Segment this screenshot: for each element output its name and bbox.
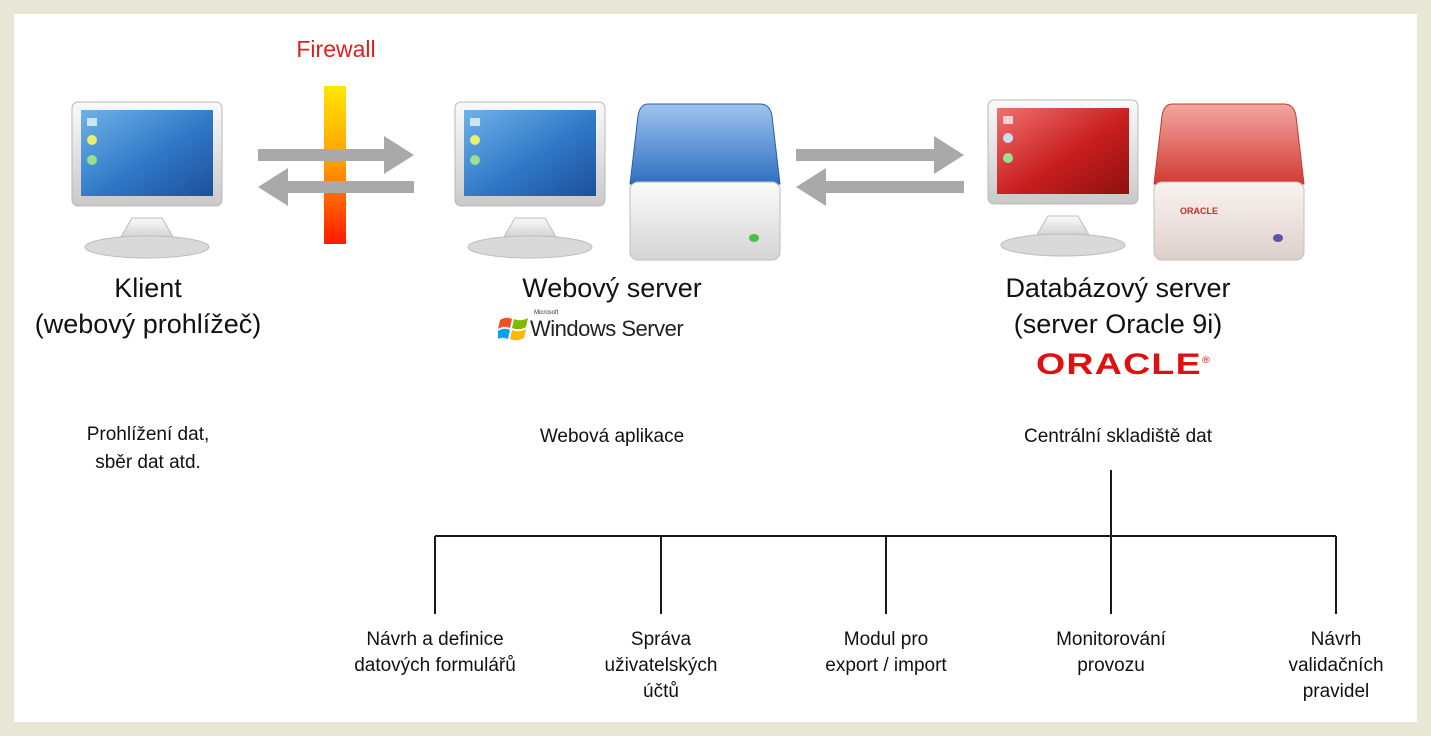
- oracle-logo-text: ORACLE: [1036, 348, 1202, 381]
- module-form-design-line-1: Návrh a definice: [366, 629, 504, 650]
- oracle-logo: ORACLE®: [1036, 348, 1212, 381]
- db-server-description: Centrální skladiště dat: [1024, 426, 1212, 447]
- client-description-line-2: sběr dat atd.: [95, 452, 201, 473]
- module-user-accounts-line-3: účtů: [643, 681, 679, 702]
- module-user-accounts-line-2: uživatelských: [604, 655, 718, 676]
- module-export-import: Modul pro export / import: [776, 627, 996, 679]
- client-description-line-1: Prohlížení dat,: [86, 424, 210, 445]
- db-server-title: Databázový server: [1005, 273, 1231, 303]
- module-validation-rules-line-1: Návrh: [1310, 629, 1362, 650]
- module-validation-rules: Návrh validačních pravidel: [1246, 627, 1426, 705]
- windows-flag-icon: [498, 317, 528, 341]
- client-title: Klient: [114, 273, 182, 303]
- module-validation-rules-line-2: validačních: [1288, 655, 1384, 676]
- web-server-drive-icon: [629, 103, 781, 261]
- web-server-description: Webová aplikace: [539, 426, 685, 447]
- module-export-import-line-1: Modul pro: [843, 629, 929, 650]
- windows-server-logo: Microsoft Windows Server: [498, 310, 684, 344]
- db-drive-label: ORACLE: [1180, 206, 1218, 216]
- db-server-subtitle: (server Oracle 9i): [1013, 309, 1223, 339]
- firewall-bar: [324, 86, 346, 244]
- web-server-title: Webový server: [522, 273, 702, 303]
- module-form-design-line-2: datových formulářů: [354, 655, 516, 676]
- module-user-accounts-line-1: Správa: [630, 629, 692, 650]
- web-db-arrows: [796, 136, 964, 206]
- module-user-accounts: Správa uživatelských účtů: [551, 627, 771, 705]
- module-connector-lines: [434, 470, 1337, 614]
- module-monitoring-line-2: provozu: [1077, 655, 1145, 676]
- diagram-frame: Firewall Klient (webový prohlížeč) Prohl…: [14, 14, 1417, 722]
- module-validation-rules-line-3: pravidel: [1302, 681, 1370, 702]
- windows-server-wordmark: Windows Server: [530, 316, 684, 341]
- firewall-label: Firewall: [296, 36, 376, 62]
- db-server-drive-icon: [1153, 103, 1305, 261]
- db-server-computer-icon: [987, 99, 1139, 257]
- windows-server-micro-label: Microsoft: [534, 310, 559, 316]
- client-web-arrows: [258, 136, 414, 206]
- module-monitoring-line-1: Monitorování: [1056, 629, 1166, 650]
- client-subtitle: (webový prohlížeč): [34, 309, 262, 339]
- module-monitoring: Monitorování provozu: [1001, 627, 1221, 679]
- client-computer-icon: [71, 101, 223, 259]
- module-export-import-line-2: export / import: [825, 655, 947, 676]
- web-server-computer-icon: [454, 101, 606, 259]
- architecture-diagram: [71, 86, 1337, 614]
- module-form-design: Návrh a definice datových formulářů: [325, 627, 545, 679]
